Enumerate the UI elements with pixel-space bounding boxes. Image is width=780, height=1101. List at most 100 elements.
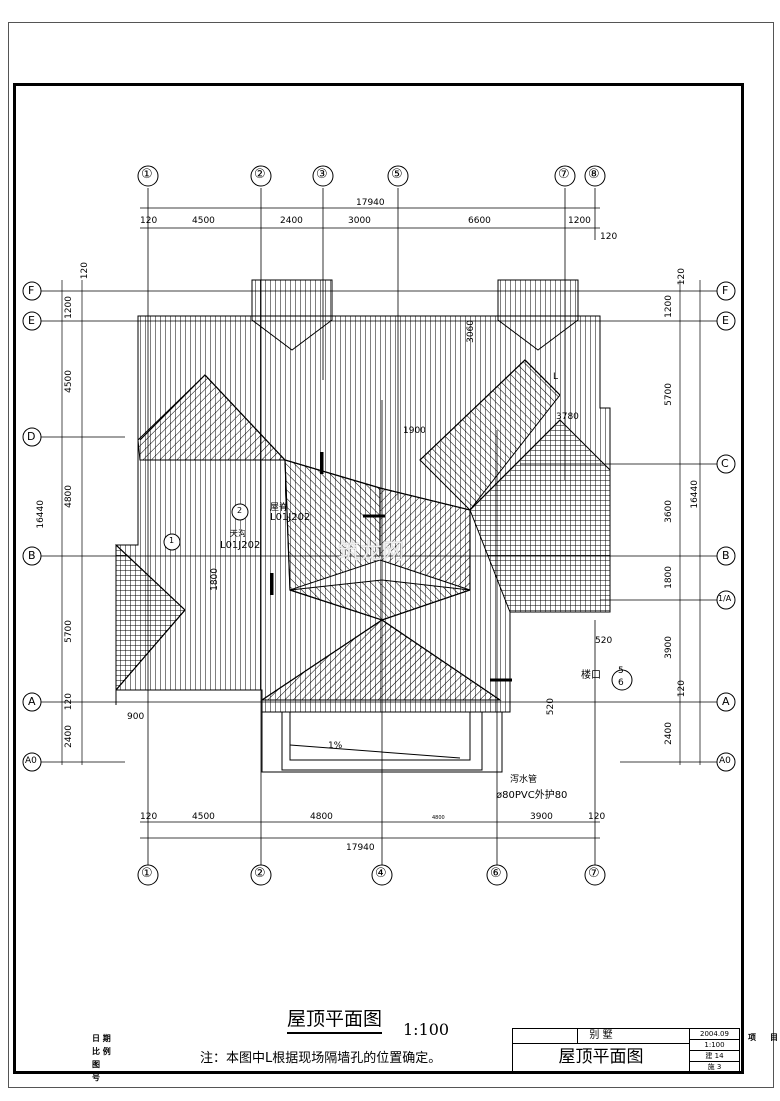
dim-right-2: 1200 — [664, 295, 674, 318]
dim-top-5: 6600 — [468, 216, 491, 226]
drawing-title: 屋顶平面图 — [287, 1004, 383, 1034]
dim-top-6: 1200 — [568, 216, 591, 226]
title-block-date: 2004.09 — [690, 1029, 739, 1040]
grid-top-5: ⑤ — [391, 167, 403, 182]
dim-bottom-1: 120 — [140, 812, 158, 822]
grid-top-3: ③ — [316, 167, 328, 182]
title-block-num1-label: 建 — [705, 1052, 713, 1060]
grid-bottom-2: ② — [254, 866, 266, 881]
grid-top-7: ⑦ — [558, 167, 570, 182]
side-label-date: 日 期 — [92, 1034, 111, 1043]
grid-top-8: ⑧ — [588, 167, 600, 182]
detail-mark-1: 1 — [169, 536, 175, 545]
grid-right-1A: 1/A — [718, 594, 732, 603]
dim-top-total: 17940 — [356, 198, 385, 208]
grid-top-2: ② — [254, 167, 266, 182]
grid-left-B: B — [28, 549, 36, 562]
dim-top-3: 2400 — [280, 216, 303, 226]
grid-right-E: E — [722, 314, 729, 327]
dim-top-4: 3000 — [348, 216, 371, 226]
dim-left-1: 120 — [80, 262, 90, 280]
slope-mark: 1% — [328, 741, 343, 751]
roof-planes — [115, 279, 611, 713]
annotation-ridge: 屋脊 — [270, 503, 289, 513]
dim-bottom-5: 3900 — [530, 812, 553, 822]
grid-left-D: D — [27, 430, 36, 443]
dim-520b: 520 — [546, 698, 556, 716]
dim-bottom-total: 17940 — [346, 843, 375, 853]
dim-bottom-3: 4800 — [310, 812, 333, 822]
dim-bottom-6: 120 — [588, 812, 606, 822]
downpipe-markers — [270, 452, 512, 682]
grid-left-E: E — [28, 314, 35, 327]
dim-top-2: 4500 — [192, 216, 215, 226]
stair-opening-label: 楼口 — [581, 670, 601, 681]
title-block-project-name: 别 墅 — [589, 1030, 613, 1041]
title-block-num1: 建 14 — [690, 1051, 739, 1062]
title-block-num2-label: 施 — [707, 1063, 715, 1071]
annotation-ridge-code: L01J202 — [270, 512, 311, 523]
grid-bottom-6: ⑥ — [490, 866, 502, 881]
grid-left-A: A — [28, 695, 36, 708]
title-block-scale: 1:100 — [690, 1040, 739, 1051]
grid-right-F: F — [722, 284, 729, 297]
title-block-side: 2004.09 1:100 建 14 施 3 — [690, 1029, 739, 1071]
title-block-far-label-2: 目 — [770, 1033, 778, 1042]
dim-left-total: 16440 — [36, 500, 46, 529]
drawing-note: 注：本图中L根据现场隔墙孔的位置确定。 — [200, 1051, 442, 1066]
dim-bottom-2: 4500 — [192, 812, 215, 822]
grid-top-1: ① — [141, 167, 153, 182]
dim-top-1: 120 — [140, 216, 158, 226]
dim-right-4: 3600 — [664, 500, 674, 523]
grid-right-A: A — [722, 695, 730, 708]
grid-right-B: B — [722, 549, 730, 562]
dim-right-5: 1800 — [664, 566, 674, 589]
title-block-num1-value: 14 — [714, 1052, 724, 1060]
dim-3060: 3060 — [466, 320, 476, 343]
dim-right-1: 120 — [677, 268, 687, 286]
title-block-num2: 施 3 — [690, 1062, 739, 1072]
annotation-gutter-code: L01J202 — [220, 540, 261, 551]
grid-left-A0: A0 — [25, 756, 37, 766]
downpipe-spec: ø80PVC外护80 — [496, 790, 568, 801]
dim-left-4: 4800 — [64, 485, 74, 508]
grid-right-A0: A0 — [719, 756, 731, 766]
dim-left-3: 4500 — [64, 370, 74, 393]
dim-1800: 1800 — [210, 568, 220, 591]
side-label-scale: 比 例 — [92, 1047, 111, 1056]
side-labels: 日 期 比 例 图 号 — [92, 1032, 111, 1084]
watermark: 筑龙网 — [338, 540, 405, 565]
dim-bottom-4: 4800 — [432, 815, 445, 821]
dim-900: 900 — [127, 712, 145, 722]
dim-left-7: 2400 — [64, 725, 74, 748]
dim-right-3: 5700 — [664, 383, 674, 406]
grid-left-F: F — [28, 284, 35, 297]
dim-right-7: 120 — [677, 680, 687, 698]
grid-bubbles — [22, 165, 736, 886]
grid-bottom-1: ① — [141, 866, 153, 881]
drawing-frame — [13, 83, 744, 1074]
dim-3780: 3780 — [556, 412, 579, 422]
title-block-num2-value: 3 — [716, 1063, 722, 1071]
drawing-scale: 1:100 — [403, 1020, 450, 1039]
dim-top-7: 120 — [600, 232, 618, 242]
detail-mark-2: 2 — [237, 506, 243, 515]
dim-right-total: 16440 — [690, 480, 700, 509]
sheet-outer-border — [8, 22, 774, 1088]
grid-bottom-7: ⑦ — [588, 866, 600, 881]
top-dimension-lines — [61, 207, 701, 839]
L-mark: L — [553, 372, 559, 382]
dim-520a: 520 — [595, 636, 613, 646]
title-block: 别 墅 屋顶平面图 2004.09 1:100 建 14 施 3 — [512, 1028, 740, 1072]
dim-right-8: 2400 — [664, 722, 674, 745]
annotation-gutter-label: 天沟 — [230, 529, 246, 538]
dim-left-2: 1200 — [64, 296, 74, 319]
side-label-number: 号 — [92, 1073, 100, 1082]
dim-1900: 1900 — [403, 426, 426, 436]
side-label-drawing: 图 — [92, 1060, 100, 1069]
grid-right-C: C — [721, 457, 729, 470]
detail-mark-3: 5 — [618, 666, 624, 676]
title-block-divider — [513, 1029, 578, 1043]
dim-right-6: 3900 — [664, 636, 674, 659]
title-block-far-label-1: 项 — [748, 1033, 756, 1042]
